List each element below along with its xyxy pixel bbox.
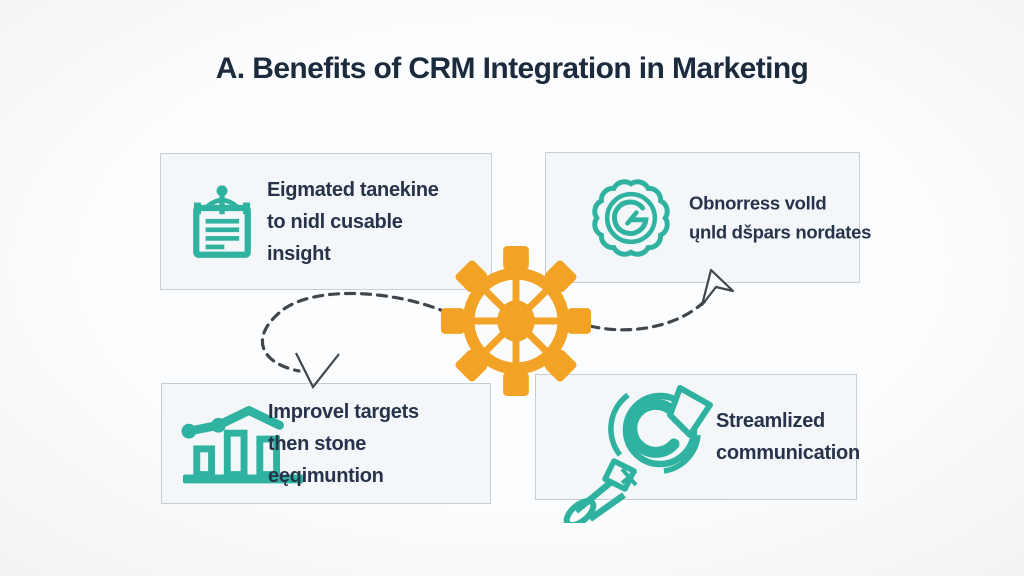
card-top-right: Obnorress volld ųnld dšpars nordates — [545, 152, 871, 283]
arrow-gear-to-bottom-left — [260, 291, 450, 390]
quality-badge-icon — [592, 178, 670, 257]
page-title: A. Benefits of CRM Integration in Market… — [215, 52, 809, 85]
card-top-left: Eigmated tanekine to nidl cusable insigh… — [160, 153, 492, 290]
card-bottom-left: Improvel targets then stone eęqimuntion — [161, 383, 491, 504]
megaphone-icon — [563, 385, 713, 523]
card-label: Improvel targets then stone eęqimuntion — [268, 400, 419, 487]
arrow-gear-to-top-right — [588, 268, 735, 332]
card-label: Obnorress volld ųnld dšpars nordates — [689, 191, 872, 243]
presentation-board-icon — [193, 184, 251, 258]
gear-icon — [440, 245, 592, 397]
card-label: Streamlized communication — [716, 410, 860, 464]
card-label: Eigmated tanekine to nidl cusable insigh… — [267, 178, 439, 265]
bar-chart-icon — [181, 405, 304, 483]
